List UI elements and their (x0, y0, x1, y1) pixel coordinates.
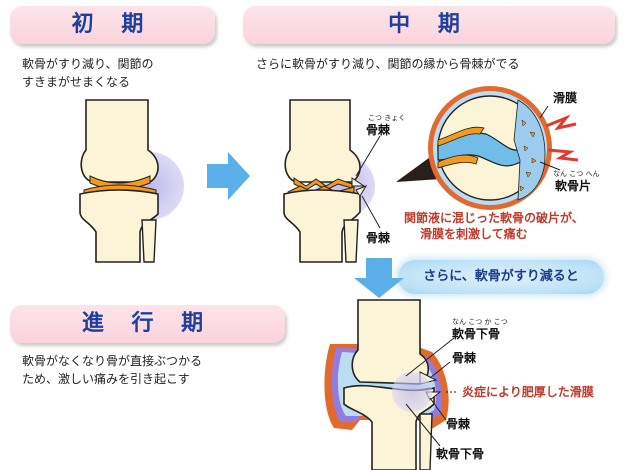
early-fibula (141, 219, 157, 263)
middle-fibula (343, 219, 359, 263)
stage-banner-early: 初 期 (10, 6, 215, 44)
advanced-femur (351, 299, 430, 385)
early-knee (79, 99, 184, 263)
stage-title-advanced: 進 行 期 (81, 311, 214, 336)
stage-title-middle: 中 期 (388, 12, 470, 37)
stage-banner-middle: 中 期 (243, 6, 615, 44)
synovium-label: 滑膜 (553, 90, 577, 105)
advanced-fibula (419, 413, 433, 470)
early-femur (80, 99, 159, 183)
caption-line1: 関節液に混じった軟骨の破片が、 (404, 210, 584, 225)
middle-knee (283, 99, 381, 263)
magnified-joint-view (428, 86, 579, 210)
middle-spur-upper (351, 177, 366, 187)
middle-osteophyte-upper-label: 骨棘 (366, 122, 391, 137)
advanced-osteophyte-lower-label: 骨棘 (446, 416, 471, 431)
middle-osteophyte-ruby: こつ きょく (368, 114, 405, 122)
subchondral-ruby: なん こつ か こつ (452, 318, 508, 326)
fragment-label: 軟骨片 (555, 178, 591, 193)
advanced-osteophyte-upper-label: 骨棘 (452, 350, 477, 365)
middle-osteophyte-lower-label: 骨棘 (366, 230, 391, 245)
fragment-ruby: なん こつ へん (553, 170, 599, 178)
caption-line2: 滑膜を刺激して痛む (420, 226, 528, 241)
advanced-description: 軟骨がなくなり骨が直接ぶつかる ため、激しい痛みを引き起こす (22, 354, 203, 386)
thickened-synovium-label: 炎症により肥厚した滑膜 (462, 384, 594, 399)
stage-arrow-right (207, 152, 250, 200)
subchondral-lower-label: 軟骨下骨 (436, 446, 484, 461)
middle-spur-lower (355, 184, 368, 197)
stage-arrow-down (354, 258, 404, 298)
advanced-knee (324, 299, 456, 470)
stage-title-early: 初 期 (71, 12, 154, 37)
early-description: 軟骨がすり減り、関節の すきまがせまくなる (22, 57, 154, 89)
transition-bubble: さらに、軟骨がすり減ると (398, 260, 604, 294)
middle-description: さらに軟骨がすり減り、関節の縁から骨棘がでる (256, 57, 520, 71)
middle-femur (284, 99, 361, 183)
stage-banner-advanced: 進 行 期 (10, 305, 285, 343)
transition-text: さらに、軟骨がすり減ると (423, 269, 579, 284)
subchondral-upper-label: 軟骨下骨 (452, 326, 500, 341)
